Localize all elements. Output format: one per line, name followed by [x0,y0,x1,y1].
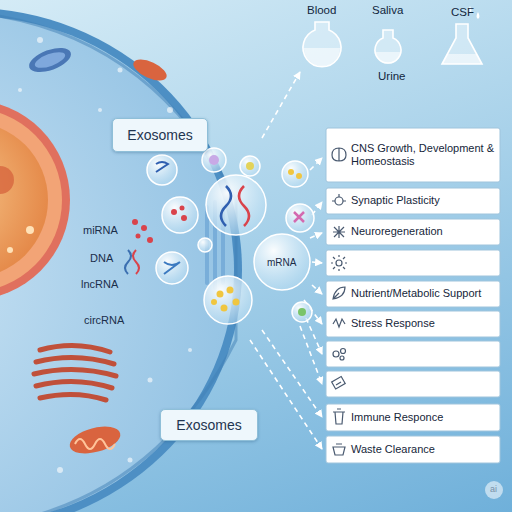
fluid-label: Blood [307,4,336,17]
rna-label: lncRNA [81,278,118,290]
box-text: Stress Response [351,317,435,330]
dashed-arrows [250,72,322,449]
watermark-badge [485,481,503,499]
fluid-flasks [303,22,482,67]
box-text: CNS Growth, Development & Homeostasis [351,142,496,168]
box-icons [331,148,347,455]
rna-label: DNA [90,252,113,264]
box-text: Exosomes [176,417,241,433]
fluid-label: Saliva [372,4,403,17]
rna-label: circRNA [84,314,124,326]
box-text: Waste Clearance [351,443,435,456]
watermark: ai [490,485,497,495]
function-box: Stress Response [326,311,500,337]
rna-label: mRNA [267,257,296,268]
nucleus [0,43,74,300]
function-box: Waste Clearance [326,436,500,463]
function-box: Nutrient/Metabolic Support [326,281,500,307]
box-text: Immune Responce [351,411,443,424]
box-text: Synaptic Plasticity [351,194,440,207]
mitochondria [67,55,170,458]
rna-label: miRNA [83,224,118,236]
exosome-label-box: Exosomes [112,118,208,152]
box-text: Nutrient/Metabolic Support [351,287,481,300]
cell-rna [125,219,153,274]
function-box: CNS Growth, Development & Homeostasis [326,128,500,182]
function-box: Synaptic Plasticity [326,188,500,214]
exosome-label-box: Exosomes [160,409,258,441]
fluid-label: Urine [378,70,405,83]
function-box: Neuroregeneration [326,219,500,245]
vesicle-cargo [156,155,306,316]
box-text: Neuroregeneration [351,225,443,238]
box-text: Exosomes [127,127,192,143]
outcome-box-outlines [326,128,500,463]
golgi [34,345,116,400]
fluid-label: CSF [451,6,474,19]
exosome-vesicles [147,148,314,324]
function-box: Immune Responce [326,404,500,431]
